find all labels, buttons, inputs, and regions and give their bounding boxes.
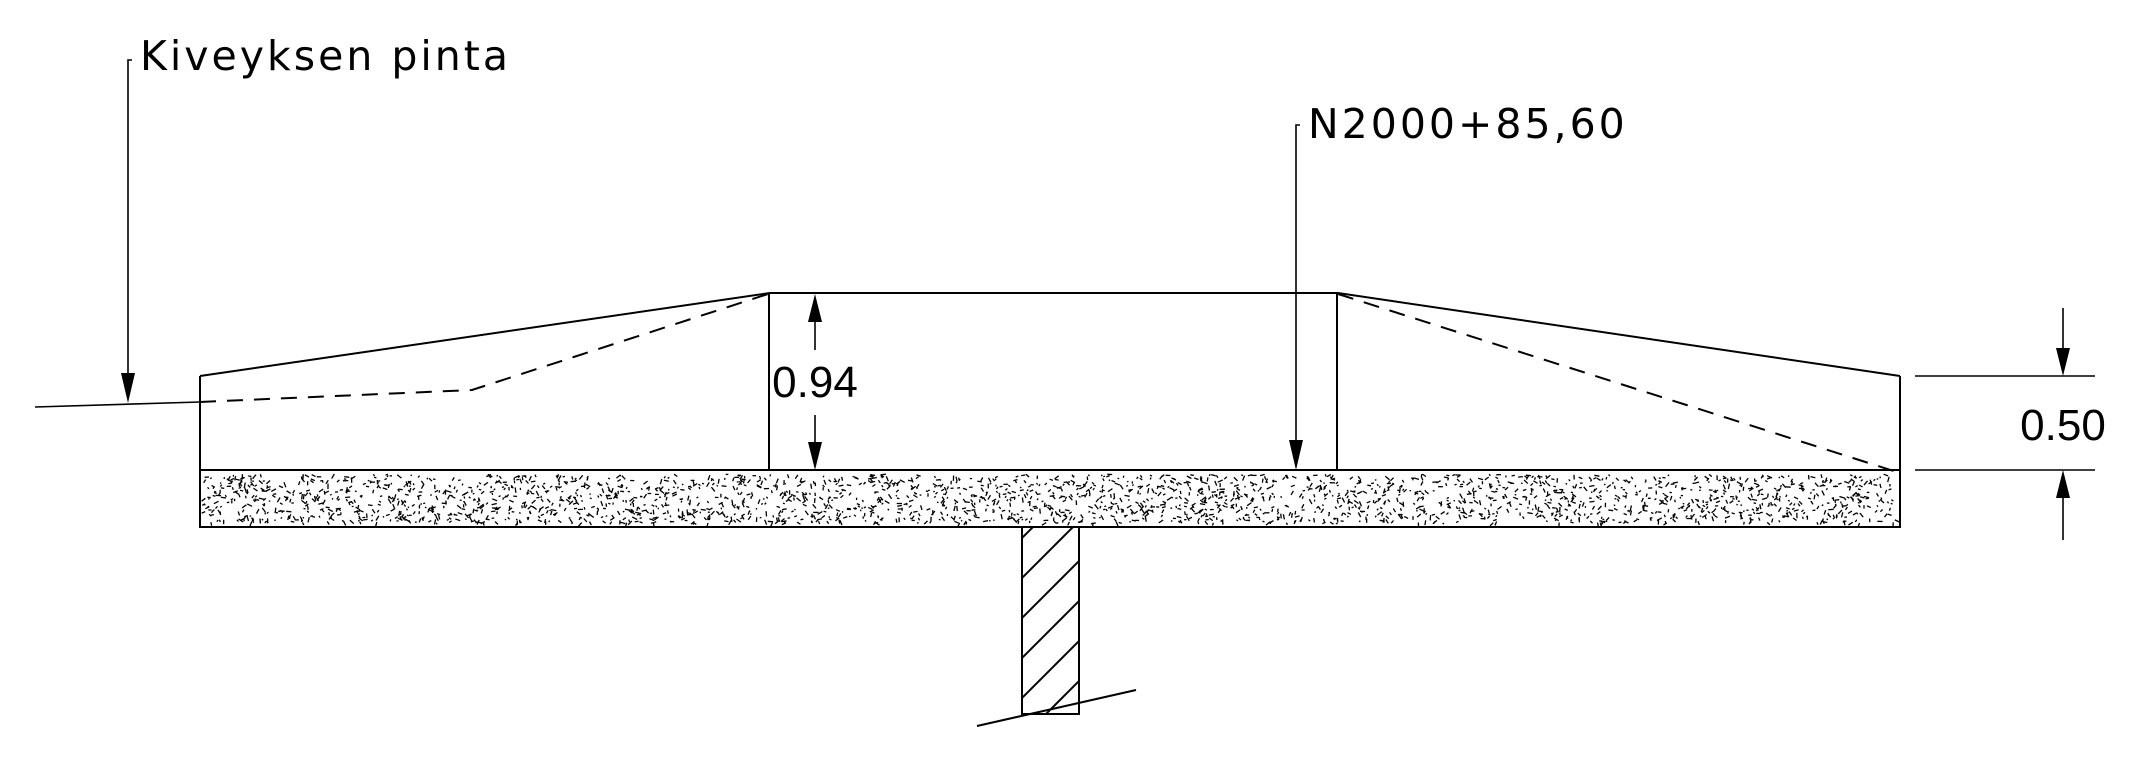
surface-leader-arrow	[121, 373, 135, 403]
elevation-label: N2000+85,60	[1308, 100, 1628, 148]
edge-dim-arrow-down	[2056, 348, 2070, 376]
base-layer-texture	[201, 473, 1900, 529]
elevation-leader-arrow	[1289, 440, 1303, 470]
dashed-ground-right	[1337, 293, 1901, 474]
crossing-top-profile	[199, 292, 1901, 377]
center-dim-arrow-down	[808, 442, 822, 470]
center-height-dimension: 0.94	[772, 358, 858, 407]
elevation-leader-line	[1295, 124, 1300, 445]
support-pillar	[1021, 526, 1080, 715]
dashed-ground-left	[199, 293, 769, 403]
ground-line	[34, 401, 201, 408]
surface-label: Kiveyksen pinta	[140, 32, 511, 80]
surface-leader-line	[127, 59, 132, 378]
center-dim-arrow-up	[808, 294, 822, 322]
pillar-base-line	[976, 689, 1137, 727]
edge-dim-arrow-up	[2056, 470, 2070, 498]
edge-height-dimension: 0.50	[2020, 401, 2106, 450]
